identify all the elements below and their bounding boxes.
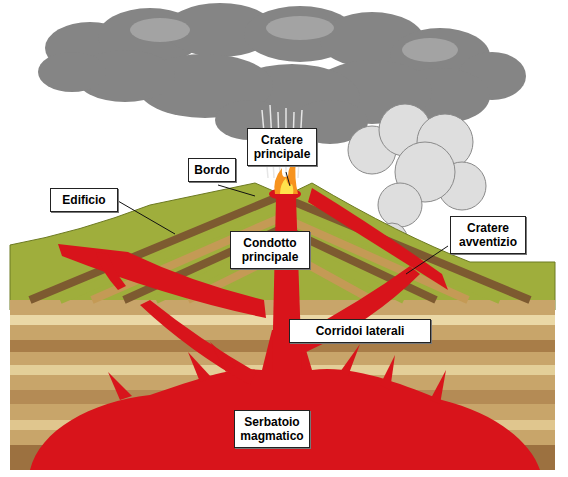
label-text: Cratere avventizio xyxy=(455,221,521,249)
label-text: Cratere principale xyxy=(252,133,312,161)
crater-flame-core xyxy=(280,178,293,194)
label-box: Corridoi laterali xyxy=(289,319,431,343)
label-box: Cratere principale xyxy=(247,128,317,166)
label-box: Condotto principale xyxy=(230,231,310,269)
magma xyxy=(30,188,540,470)
label-box: Bordo xyxy=(188,158,236,182)
label-text: Serbatoio magmatico xyxy=(239,415,305,443)
leader-lines xyxy=(118,172,448,274)
label-text: Corridoi laterali xyxy=(294,324,426,338)
cloud-highlight xyxy=(130,16,458,62)
label-box: Cratere avventizio xyxy=(450,216,526,254)
label-text: Condotto principale xyxy=(235,236,305,264)
label-box: Edificio xyxy=(50,188,118,212)
label-text: Edificio xyxy=(55,193,113,207)
label-box: Serbatoio magmatico xyxy=(234,410,310,448)
label-text: Bordo xyxy=(193,163,231,177)
